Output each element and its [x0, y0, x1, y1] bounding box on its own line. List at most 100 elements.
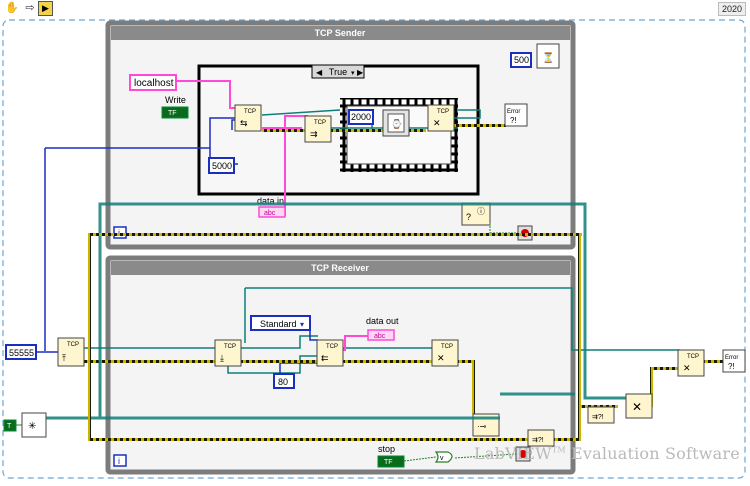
- timer-constant-500[interactable]: 500: [510, 52, 532, 68]
- case-selector-value: True: [329, 67, 347, 77]
- data-out-indicator[interactable]: abc: [367, 329, 395, 341]
- wait-watch-icon: ⌚: [391, 118, 402, 129]
- tcp-close-receiver-node[interactable]: TCP ✕: [431, 339, 459, 367]
- version-label: 2020: [717, 2, 746, 16]
- data-out-label: data out: [366, 316, 399, 326]
- case-selector-next-icon[interactable]: ▶: [357, 68, 364, 77]
- svg-text:TCP: TCP: [314, 120, 326, 126]
- svg-text:Error: Error: [507, 109, 520, 115]
- receiver-error-wires: [82, 360, 475, 414]
- write-control[interactable]: TF: [161, 106, 189, 119]
- watermark: LabVIEWTM Evaluation Software: [474, 444, 740, 463]
- svg-text:TCP: TCP: [244, 109, 256, 115]
- final-error-icon: ?!: [728, 362, 735, 371]
- sender-loop-index: i: [113, 226, 127, 239]
- tcp-close-node[interactable]: TCP ✕: [427, 104, 455, 132]
- host-constant[interactable]: localhost: [129, 74, 177, 91]
- outer-bool-constant-text: T: [7, 423, 12, 430]
- stop-button[interactable]: TF: [377, 455, 405, 468]
- tcp-open-icon: ⇆: [240, 118, 248, 128]
- simple-error-handler-sender[interactable]: Error ?!: [504, 103, 528, 127]
- wait-ms-node[interactable]: ⌚: [382, 109, 410, 137]
- status-query-icon: ?: [466, 212, 471, 222]
- receiver-refnum-wires: [82, 287, 680, 374]
- tcp-listen-icon: ⤓: [220, 353, 224, 363]
- tcp-write-icon: ⇉: [310, 129, 318, 139]
- tcp-close-icon: ✕: [433, 118, 441, 128]
- grab-hand-icon[interactable]: ✋: [5, 2, 19, 14]
- outer-refnum-wires: [45, 202, 640, 420]
- data-out-indicator-text: abc: [374, 333, 386, 340]
- unbundle-status-node[interactable]: ? ⓘ: [461, 202, 491, 226]
- wait-until-multiple-node[interactable]: ⏳: [536, 43, 560, 69]
- svg-text:i: i: [118, 456, 120, 466]
- outer-frame: [2, 19, 746, 479]
- port-constant-5000[interactable]: 5000: [208, 157, 235, 174]
- status-unbundle-icon: ·⊸: [477, 422, 487, 431]
- svg-text:TCP: TCP: [441, 344, 453, 350]
- bytes-constant-80[interactable]: 80: [273, 373, 295, 389]
- bytes-constant-80-text: 80: [278, 377, 288, 387]
- clear-errors-icon: ✕: [632, 400, 642, 414]
- tcp-read-icon: ⇇: [321, 353, 329, 363]
- svg-text:TCP: TCP: [437, 109, 449, 115]
- case-selector-dropdown-icon[interactable]: ▾: [351, 70, 355, 77]
- right-arrow-icon[interactable]: ⇨: [25, 2, 35, 14]
- timer-constant-500-text: 500: [514, 55, 529, 65]
- metronome-icon: ⏳: [542, 51, 554, 64]
- svg-text:TCP: TCP: [67, 342, 79, 348]
- stop-label: stop: [378, 444, 395, 454]
- tcp-read-node[interactable]: TCP ⇇: [316, 339, 344, 367]
- merge-errors-node[interactable]: ⇉?!: [587, 406, 615, 424]
- stop-button-text: TF: [384, 459, 393, 466]
- tcp-listener-icon: ⤒: [62, 353, 66, 363]
- svg-text:Error: Error: [725, 355, 738, 361]
- mode-enum-constant[interactable]: Standard ▾: [250, 315, 311, 331]
- data-in-control[interactable]: abc: [258, 206, 286, 218]
- receiver-stop-condition[interactable]: [515, 446, 531, 462]
- write-label: Write: [165, 95, 186, 105]
- receiver-title: TCP Receiver: [311, 263, 369, 273]
- run-highlight-icon[interactable]: ▶: [38, 1, 53, 16]
- case-selector-prev-icon[interactable]: ◀: [316, 68, 323, 77]
- sender-title: TCP Sender: [315, 28, 366, 38]
- merge-errors-icon-2: ⇉?!: [532, 437, 544, 444]
- status-warning-icon: ⓘ: [477, 207, 485, 216]
- tcp-listen-node[interactable]: TCP ⤓: [214, 339, 242, 367]
- svg-text:TCP: TCP: [687, 354, 699, 360]
- write-control-text: TF: [168, 110, 177, 117]
- receiver-loop-index: i: [113, 454, 127, 467]
- outer-port-constant-text: 55555: [9, 348, 34, 358]
- toolbar: ✋ ⇨ ▶ 2020: [0, 0, 750, 18]
- mode-enum-text: Standard: [260, 319, 297, 329]
- tcp-create-listener-node[interactable]: TCP ⤒: [57, 337, 85, 367]
- port-constant-5000-text: 5000: [212, 161, 232, 171]
- outer-port-constant[interactable]: 55555: [5, 344, 37, 360]
- tcp-write-node[interactable]: TCP ⇉: [304, 115, 332, 143]
- notifier-create-node[interactable]: ✳: [21, 412, 47, 438]
- clear-errors-node[interactable]: ✕: [625, 393, 653, 419]
- merge-errors-node-2[interactable]: ⇉?!: [527, 429, 555, 447]
- simple-error-handler-final[interactable]: Error ?!: [722, 349, 746, 373]
- svg-text:TCP: TCP: [326, 344, 338, 350]
- wait-constant-2000-text: 2000: [351, 112, 371, 122]
- block-diagram: TCP Sender ◀ True ▾ ▶: [0, 18, 750, 481]
- host-constant-text: localhost: [134, 78, 174, 89]
- wait-constant-2000[interactable]: 2000: [348, 109, 374, 125]
- merge-errors-icon: ⇉?!: [592, 414, 604, 421]
- or-gate[interactable]: v: [434, 451, 453, 463]
- tcp-close-listener-node[interactable]: TCP ✕: [677, 349, 705, 377]
- tcp-close-listener-icon: ✕: [683, 363, 691, 373]
- error-warning-icon: ?!: [510, 116, 517, 125]
- tcp-open-node[interactable]: TCP ⇆: [234, 104, 262, 132]
- sender-error-wires: [262, 124, 506, 132]
- svg-text:TCP: TCP: [224, 344, 236, 350]
- mode-dropdown-icon[interactable]: ▾: [300, 320, 304, 329]
- tcp-close-receiver-icon: ✕: [437, 353, 445, 363]
- string-wires: [175, 80, 308, 216]
- notifier-icon: ✳: [28, 421, 36, 432]
- data-in-control-text: abc: [264, 210, 276, 217]
- or-gate-icon: v: [440, 455, 444, 462]
- data-in-label: data in: [257, 196, 284, 206]
- outer-bool-constant[interactable]: T: [3, 419, 17, 432]
